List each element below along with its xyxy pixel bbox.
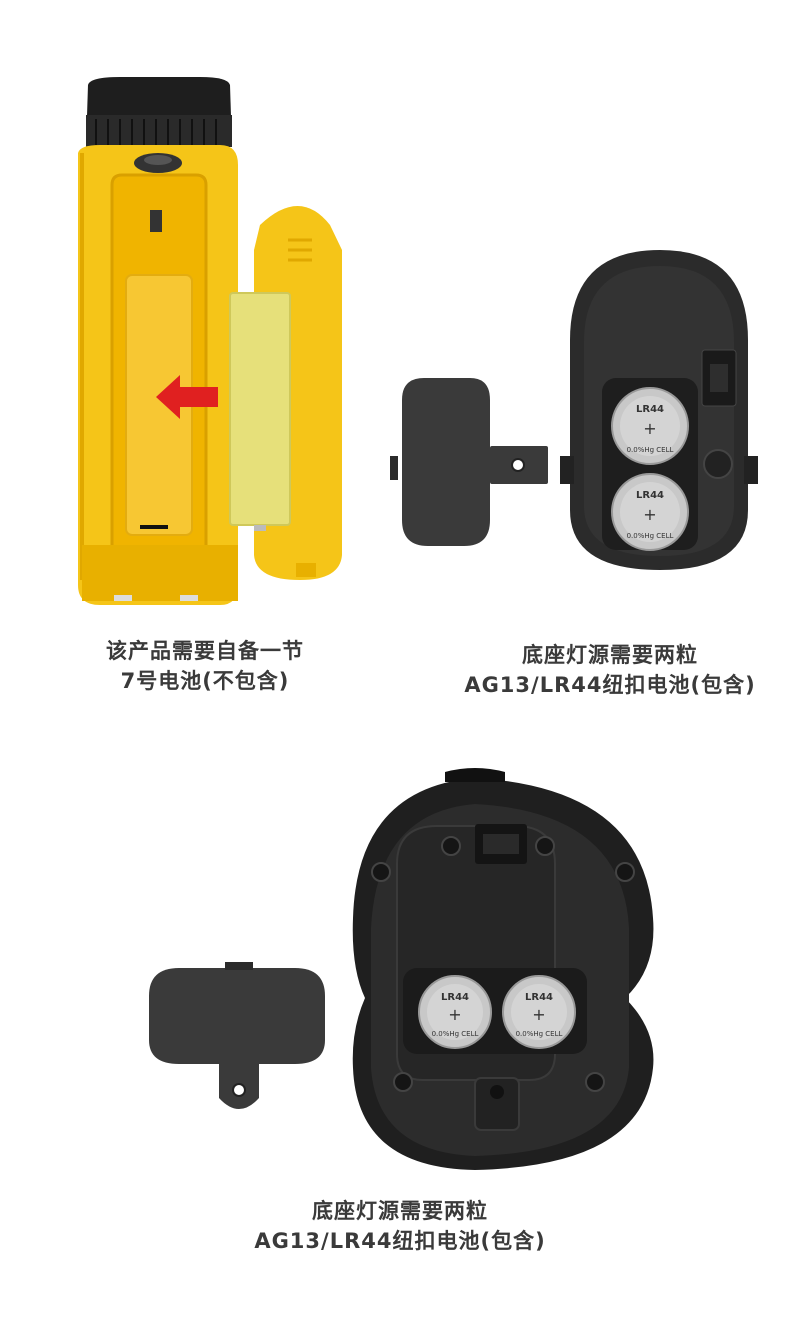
base-top-caption-line1: 底座灯源需要两粒	[522, 643, 698, 667]
lr44-plus-text: +	[643, 505, 656, 524]
lr44-plus-text: +	[643, 419, 656, 438]
lr44-cell-bottom-1: LR44 + 0.0%Hg CELL	[418, 975, 492, 1049]
flashlight-panel	[60, 75, 370, 615]
lr44-plus-text: +	[448, 1005, 461, 1024]
lr44-arc-text: 0.0%Hg CELL	[516, 1030, 563, 1038]
lr44-model-text: LR44	[636, 490, 664, 501]
base-bottom-cover	[149, 968, 325, 1064]
base-bottom-illustration: LR44 + 0.0%Hg CELL LR44 + 0.0%Hg CELL	[149, 768, 654, 1170]
insert-direction-arrow	[156, 375, 218, 419]
aaa-battery	[229, 292, 291, 526]
lr44-cell-bottom-2: LR44 + 0.0%Hg CELL	[502, 975, 576, 1049]
lr44-arc-text: 0.0%Hg CELL	[627, 446, 674, 454]
flashlight-caption-line1: 该产品需要自备一节	[106, 639, 304, 663]
lr44-arc-text: 0.0%Hg CELL	[627, 532, 674, 540]
lr44-cell-top-2: LR44 + 0.0%Hg CELL	[611, 473, 689, 551]
lr44-model-text: LR44	[636, 404, 664, 415]
base-bottom-caption-line2: AG13/LR44纽扣电池(包含)	[254, 1229, 546, 1253]
flashlight-caption-line2: 7号电池(不包含)	[120, 669, 290, 693]
base-top-caption: 底座灯源需要两粒 AG13/LR44纽扣电池(包含)	[420, 640, 800, 700]
base-bottom-caption-line1: 底座灯源需要两粒	[312, 1199, 488, 1223]
flashlight-illustration	[78, 77, 342, 605]
lr44-model-text: LR44	[441, 992, 469, 1003]
base-bottom-panel: LR44 + 0.0%Hg CELL LR44 + 0.0%Hg CELL	[145, 768, 665, 1178]
base-bottom-caption: 底座灯源需要两粒 AG13/LR44纽扣电池(包含)	[200, 1196, 600, 1256]
base-top-illustration: LR44 + 0.0%Hg CELL LR44 + 0.0%Hg CELL	[390, 250, 758, 570]
base-top-panel: LR44 + 0.0%Hg CELL LR44 + 0.0%Hg CELL	[390, 250, 770, 580]
lr44-plus-text: +	[532, 1005, 545, 1024]
base-top-cover	[402, 378, 490, 546]
lr44-arc-text: 0.0%Hg CELL	[432, 1030, 479, 1038]
lr44-model-text: LR44	[525, 992, 553, 1003]
lr44-cell-top-1: LR44 + 0.0%Hg CELL	[611, 387, 689, 465]
flashlight-caption: 该产品需要自备一节 7号电池(不包含)	[40, 636, 370, 696]
base-top-caption-line2: AG13/LR44纽扣电池(包含)	[464, 673, 756, 697]
